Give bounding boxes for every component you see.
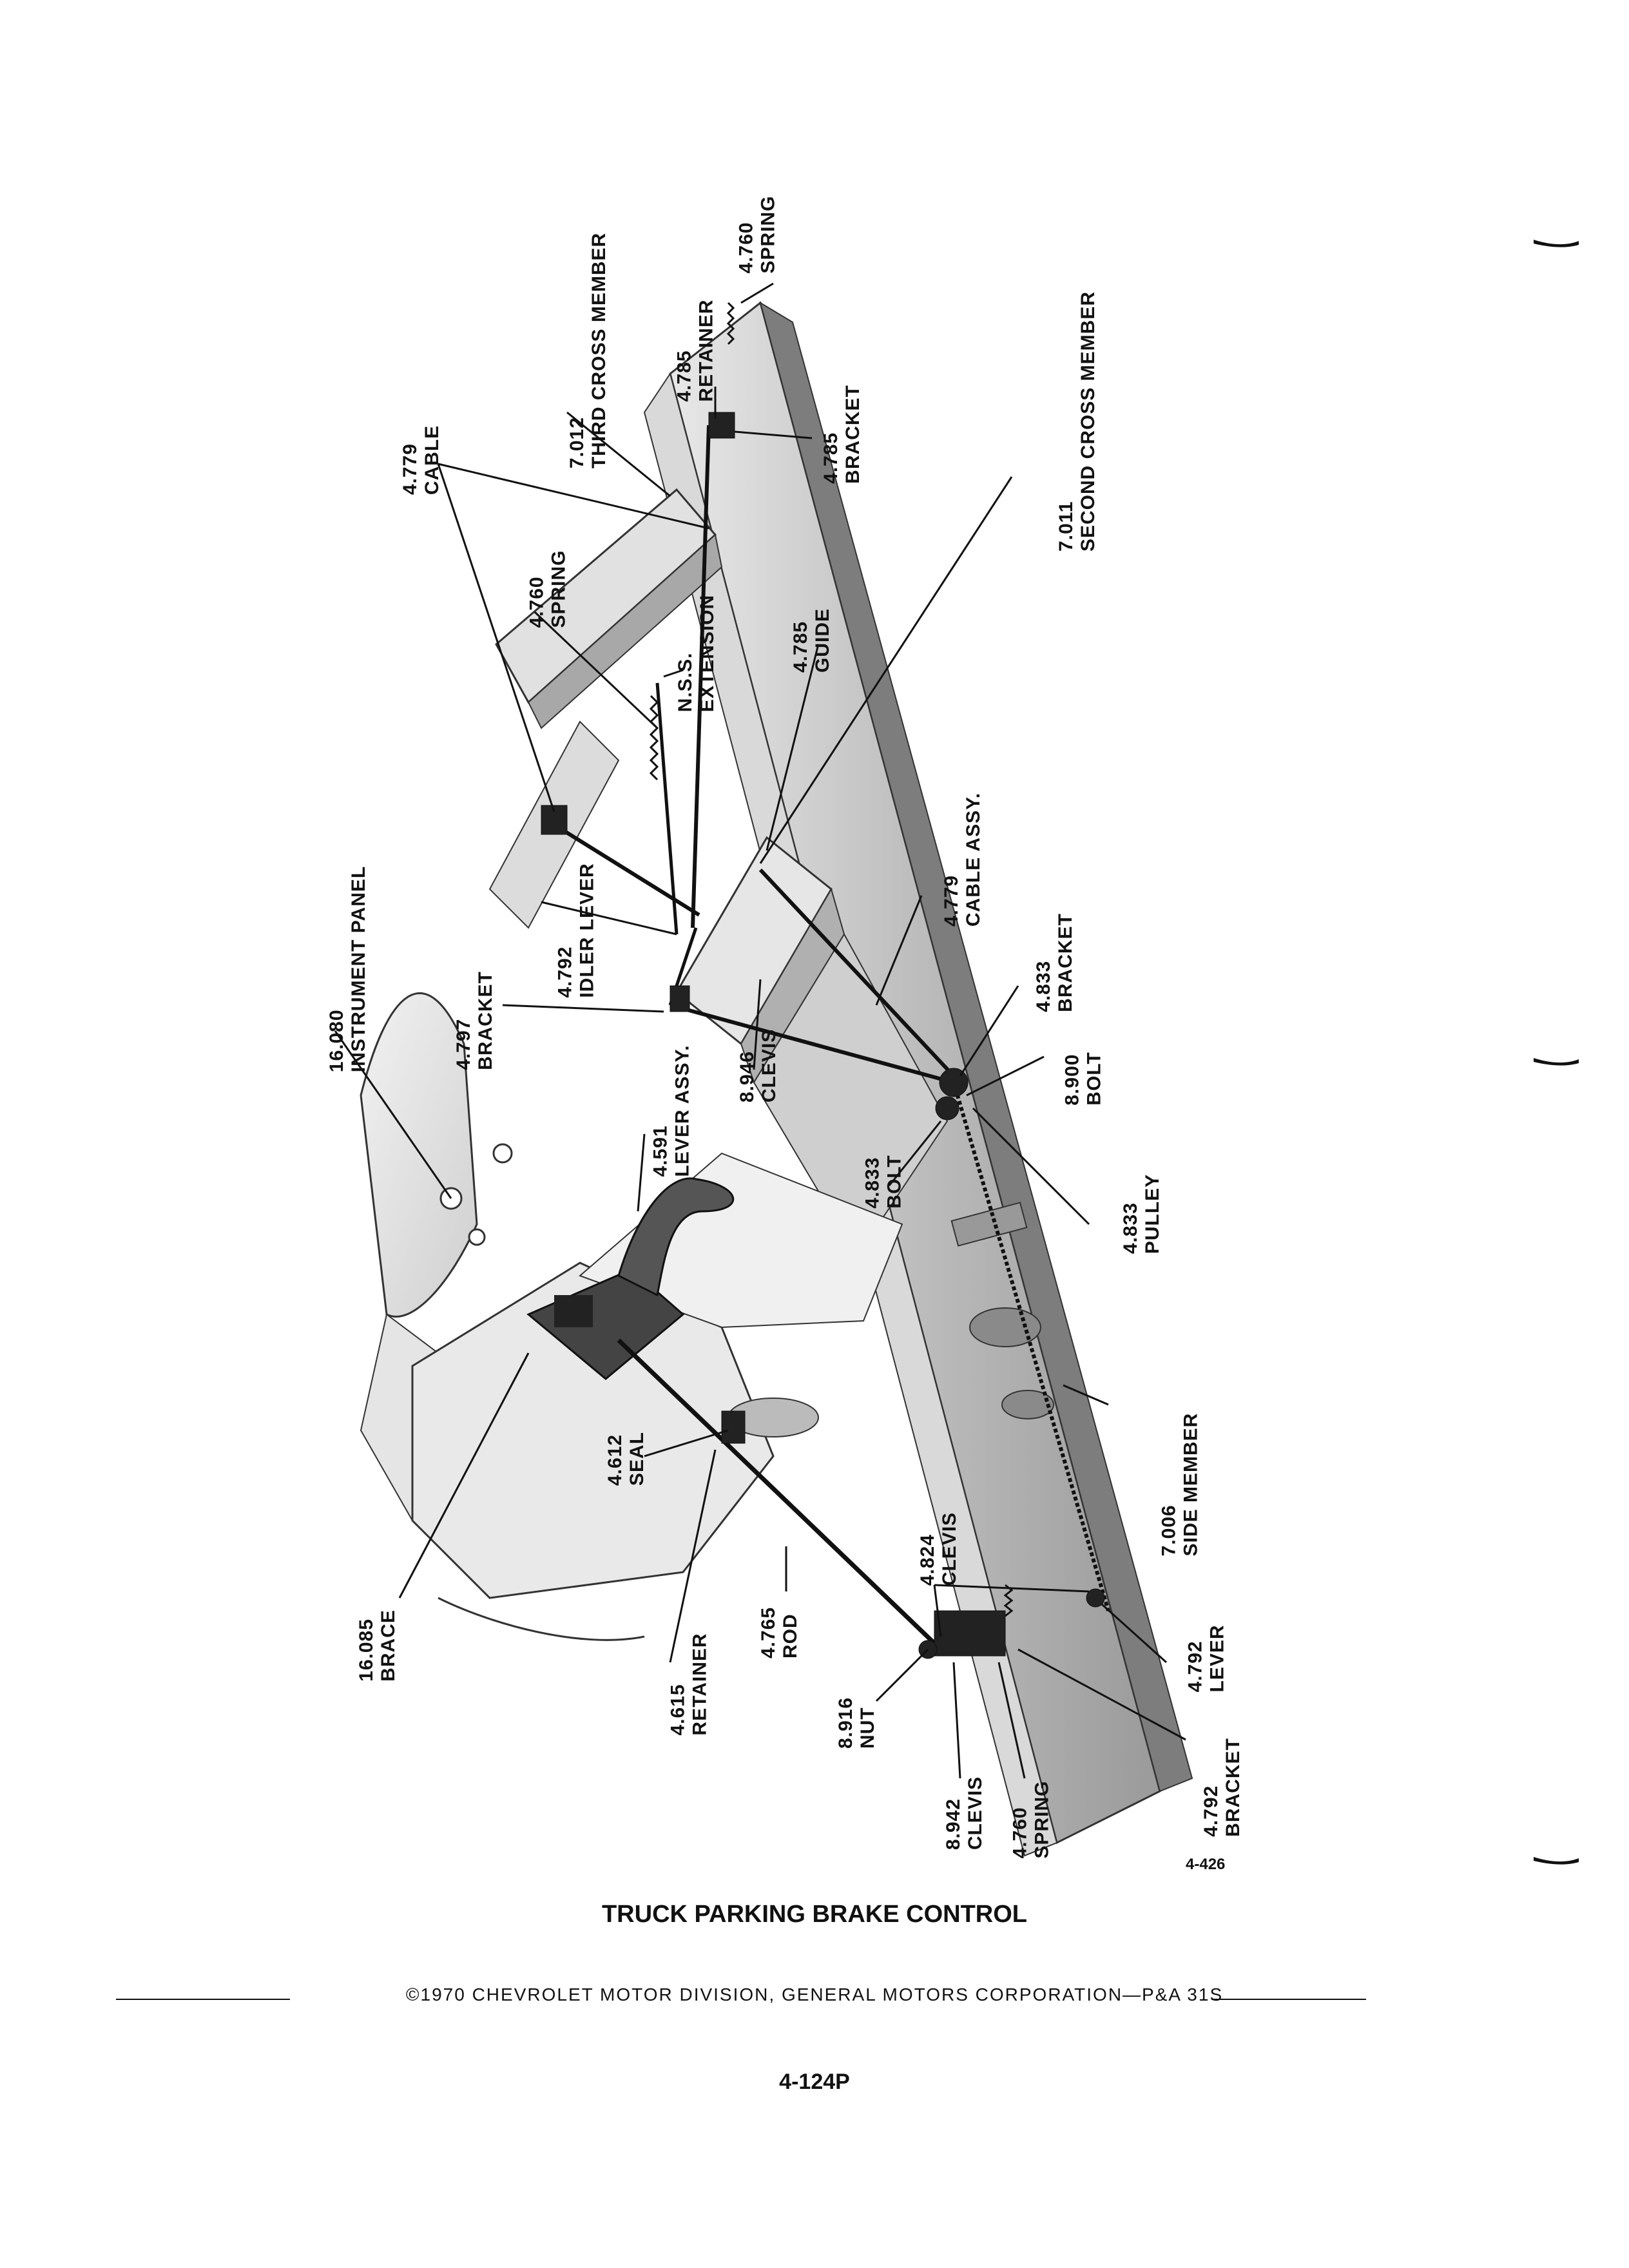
- lever-assembly: [526, 1177, 734, 1380]
- page-number: 4-124P: [779, 2070, 850, 2094]
- copyright-rule-left: [116, 1999, 290, 2000]
- clevis-part: [1086, 1588, 1105, 1608]
- page-title: TRUCK PARKING BRAKE CONTROL: [601, 1901, 1028, 1928]
- label-nss-extension: N.S.S.EXTENSION: [675, 594, 718, 713]
- copyright-rule-right: [1211, 1999, 1366, 2000]
- leader-lines: [334, 282, 1186, 1779]
- springs: [649, 302, 1014, 1617]
- edge-mark-middle: [1534, 1058, 1579, 1066]
- pulley-part: [939, 1068, 969, 1097]
- brace-floor: [411, 1152, 903, 1641]
- copyright-line: ©1970 CHEVROLET MOTOR DIVISION, GENERAL …: [405, 1984, 1224, 2004]
- retainer-bracket-part: [708, 412, 735, 439]
- cables: [553, 425, 1110, 1651]
- idler-lever-part: [670, 985, 690, 1012]
- second-cross-member: [675, 836, 949, 1258]
- third-cross-member: [488, 488, 723, 929]
- edge-mark-top: [1534, 240, 1579, 247]
- pulley-bolt-part: [935, 1096, 959, 1120]
- seal-part: [721, 1410, 746, 1444]
- figure-number: 4-426: [1186, 1856, 1226, 1873]
- lever-bracket-part: [934, 1610, 1006, 1657]
- hardware-parts: [541, 412, 1105, 1659]
- edge-mark-bottom: [1534, 1857, 1579, 1865]
